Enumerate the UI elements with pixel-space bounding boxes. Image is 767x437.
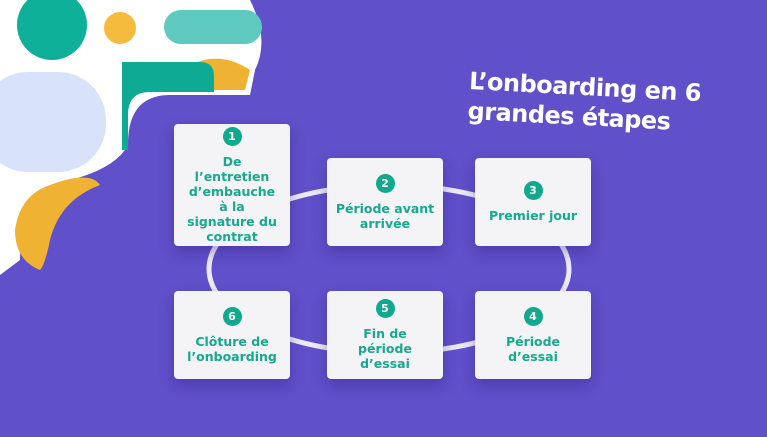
step-card-3: 3 Premier jour [475, 158, 591, 246]
step-card-4: 4 Période d’essai [475, 291, 591, 379]
step-label: Période d’essai [505, 333, 561, 364]
step-number-badge: 5 [375, 299, 395, 318]
step-number-badge: 2 [375, 173, 395, 193]
step-card-2: 2 Période avant arrivée [327, 158, 443, 246]
step-label: De l’entretien d’embauche à la signature… [187, 153, 277, 244]
step-number-badge: 1 [222, 126, 242, 146]
step-card-6: 6 Clôture de l’onboarding [174, 291, 290, 379]
step-label: Clôture de l’onboarding [187, 333, 277, 364]
step-card-1: 1 De l’entretien d’embauche à la signatu… [174, 124, 290, 246]
step-label: Premier jour [488, 208, 578, 223]
step-number-badge: 6 [222, 306, 242, 326]
step-label: Période avant arrivée [335, 200, 435, 231]
step-number-badge: 4 [523, 306, 543, 326]
step-card-5: 5 Fin de période d’essai [327, 291, 443, 379]
step-number-badge: 3 [523, 181, 543, 200]
page-title: L’onboarding en 6 grandes étapes [467, 66, 702, 138]
step-label: Fin de période d’essai [358, 326, 412, 371]
